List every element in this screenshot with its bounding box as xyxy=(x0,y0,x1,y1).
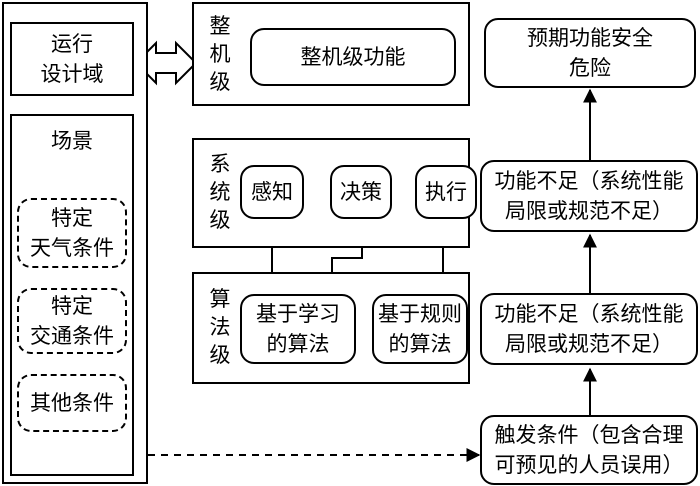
trigger-condition-label: 触发条件（包含合理 可预见的人员误用） xyxy=(494,423,684,477)
execution-box: 执行 xyxy=(415,165,477,219)
algorithm-level-label: 算 法 级 xyxy=(209,287,231,367)
condition-weather-label: 特定 天气条件 xyxy=(30,206,114,260)
decision-box: 决策 xyxy=(330,165,392,219)
algorithm-insufficiency-label: 功能不足（系统性能 局限或规范不足） xyxy=(494,302,684,356)
execution-label: 执行 xyxy=(425,180,467,204)
decision-label: 决策 xyxy=(340,180,382,204)
perception-box: 感知 xyxy=(240,165,304,219)
system-insufficiency-box: 功能不足（系统性能 局限或规范不足） xyxy=(480,160,698,232)
condition-weather: 特定 天气条件 xyxy=(17,198,127,268)
trigger-condition-box: 触发条件（包含合理 可预见的人员误用） xyxy=(480,415,698,485)
vehicle-function-label: 整机级功能 xyxy=(300,45,406,69)
condition-traffic: 特定 交通条件 xyxy=(17,288,127,354)
rule-algorithm-label: 基于规则 的算法 xyxy=(378,302,462,356)
system-insufficiency-label: 功能不足（系统性能 局限或规范不足） xyxy=(494,169,684,223)
odd-box: 运行 设计域 xyxy=(10,22,134,96)
algorithm-insufficiency-box: 功能不足（系统性能 局限或规范不足） xyxy=(480,293,698,365)
rule-algorithm-box: 基于规则 的算法 xyxy=(372,294,468,364)
sotif-risk-box: 预期功能安全 危险 xyxy=(484,18,696,88)
system-level-label: 系 统 级 xyxy=(209,152,231,232)
sotif-risk-label: 预期功能安全 危险 xyxy=(527,26,653,80)
condition-other-label: 其他条件 xyxy=(30,391,114,415)
odd-label: 运行 设计域 xyxy=(40,32,104,86)
learning-algorithm-label: 基于学习 的算法 xyxy=(256,302,340,356)
learning-algorithm-box: 基于学习 的算法 xyxy=(240,294,356,364)
condition-other: 其他条件 xyxy=(17,374,127,432)
condition-traffic-label: 特定 交通条件 xyxy=(30,294,114,348)
vehicle-level-label: 整 机 级 xyxy=(209,14,231,94)
vehicle-function-box: 整机级功能 xyxy=(250,28,456,86)
perception-label: 感知 xyxy=(251,180,293,204)
scenario-title: 场景 xyxy=(51,129,93,153)
